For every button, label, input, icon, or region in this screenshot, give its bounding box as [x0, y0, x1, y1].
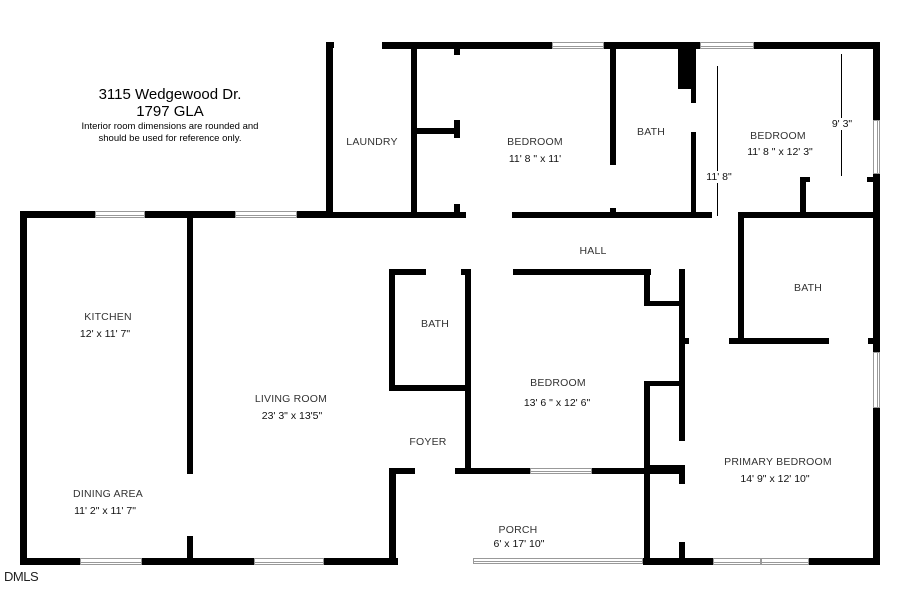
note-line-2: should be used for reference only.: [98, 133, 242, 144]
gla-value: 1797 GLA: [136, 103, 204, 120]
room-label-kitchen: KITCHEN: [84, 311, 132, 323]
wall: [417, 128, 459, 134]
wall: [800, 177, 810, 182]
dimension-line: [841, 54, 842, 176]
room-label-bath-top: BATH: [636, 126, 666, 138]
wall: [868, 338, 874, 344]
window: [530, 468, 592, 474]
room-label-bath-right: BATH: [793, 282, 823, 294]
wall: [867, 177, 875, 182]
room-label-foyer: FOYER: [409, 436, 447, 448]
wall: [389, 385, 469, 391]
dimension-label-left: 11' 8": [705, 171, 733, 183]
wall: [604, 42, 700, 49]
wall: [738, 212, 880, 218]
window: [235, 211, 297, 218]
wall: [679, 465, 685, 484]
window: [873, 352, 880, 408]
wall: [873, 174, 880, 352]
note-line-1: Interior room dimensions are rounded and: [81, 121, 259, 132]
window: [873, 120, 880, 174]
room-label-bedroom-top-left: BEDROOM: [507, 136, 563, 148]
room-dims-bedroom-top-left: 11' 8 " x 11': [508, 153, 562, 165]
window: [95, 211, 145, 218]
wall: [678, 49, 696, 89]
wall: [691, 132, 696, 218]
porch-railing: [473, 558, 643, 564]
wall: [644, 381, 684, 386]
wall: [324, 558, 398, 565]
wall: [382, 212, 466, 218]
wall: [754, 42, 880, 49]
wall: [187, 211, 193, 474]
wall: [333, 212, 383, 218]
room-label-dining-area: DINING AREA: [73, 488, 143, 500]
address-title: 3115 Wedgewood Dr.: [98, 86, 242, 103]
wall: [20, 211, 27, 565]
wall: [326, 42, 333, 218]
wall: [389, 468, 415, 474]
window: [80, 558, 142, 565]
wall: [644, 269, 650, 306]
wall: [679, 269, 685, 441]
mls-watermark: DMLS: [4, 569, 39, 584]
dimension-label-right: 9' 3": [830, 118, 854, 130]
room-dims-bedroom-top-right: 11' 8 " x 12' 3": [747, 146, 813, 158]
room-label-hall: HALL: [579, 245, 607, 257]
room-dims-primary-bedroom: 14' 9" x 12' 10": [740, 473, 810, 485]
wall: [679, 542, 685, 565]
window: [700, 42, 754, 49]
wall: [389, 269, 426, 275]
room-label-primary-bedroom: PRIMARY BEDROOM: [724, 456, 832, 468]
window: [713, 558, 761, 565]
wall: [455, 468, 530, 474]
room-label-laundry: LAUNDRY: [346, 136, 398, 148]
room-dims-porch: 6' x 17' 10": [493, 538, 545, 550]
wall: [187, 536, 193, 565]
room-label-bedroom-center: BEDROOM: [530, 377, 586, 389]
wall: [20, 558, 80, 565]
wall: [465, 269, 471, 474]
wall: [297, 211, 333, 218]
wall: [389, 269, 395, 390]
wall: [411, 49, 417, 218]
room-dims-living-room: 23' 3" x 13'5": [261, 410, 323, 422]
wall: [610, 208, 616, 218]
room-dims-bedroom-center: 13' 6 " x 12' 6": [523, 397, 591, 409]
wall: [644, 465, 684, 470]
wall: [644, 301, 684, 306]
window: [552, 42, 604, 49]
wall: [873, 408, 880, 565]
wall: [20, 211, 95, 218]
room-label-bath-center: BATH: [420, 318, 450, 330]
room-label-living-room: LIVING ROOM: [254, 393, 328, 405]
window: [254, 558, 324, 565]
wall: [873, 42, 880, 120]
wall: [738, 212, 744, 342]
window: [761, 558, 809, 565]
wall: [679, 338, 689, 344]
room-label-porch: PORCH: [498, 524, 538, 536]
room-dims-kitchen: 12' x 11' 7": [79, 328, 131, 340]
wall: [513, 269, 651, 275]
wall: [691, 89, 696, 103]
wall: [454, 49, 460, 55]
wall: [643, 558, 713, 565]
wall: [800, 177, 806, 218]
wall: [610, 49, 616, 165]
wall: [592, 468, 684, 474]
wall: [644, 381, 650, 565]
wall: [454, 204, 460, 218]
room-label-bedroom-top-right: BEDROOM: [750, 130, 806, 142]
wall: [729, 338, 829, 344]
room-dims-dining-area: 11' 2" x 11' 7": [74, 505, 136, 517]
dimension-line: [717, 66, 718, 216]
wall: [389, 468, 396, 565]
wall: [809, 558, 880, 565]
wall: [382, 42, 552, 49]
wall: [454, 120, 460, 138]
wall: [142, 558, 254, 565]
